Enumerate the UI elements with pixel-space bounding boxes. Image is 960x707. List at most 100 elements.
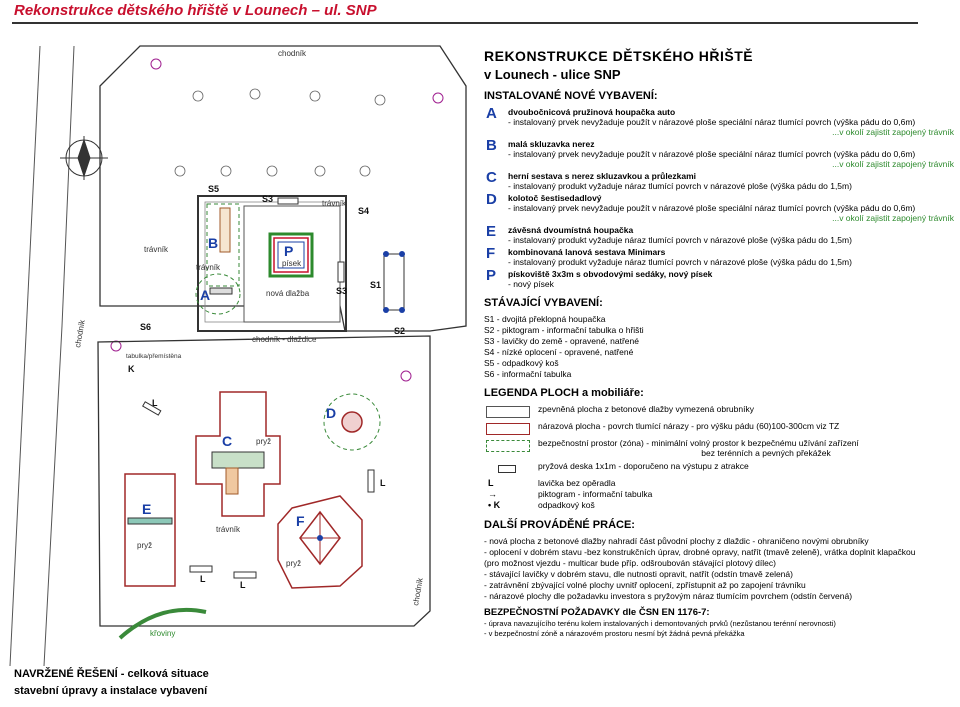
lamps bbox=[110, 58, 444, 382]
rubber-mat-swatch bbox=[498, 465, 516, 474]
sidewalk-left-edge-2 bbox=[43, 45, 75, 666]
marker-S4: S4 bbox=[358, 206, 369, 216]
label-travnik-top: trávník bbox=[322, 199, 347, 208]
label-chodnik-top: chodník bbox=[278, 49, 307, 58]
marker-F: F bbox=[296, 513, 305, 529]
area-safety-zone-row: bezpečnostní prostor (zóna) - minimální … bbox=[484, 438, 954, 458]
zone-B bbox=[206, 203, 240, 287]
label-pisek: písek bbox=[282, 259, 302, 268]
inner-fence bbox=[197, 195, 347, 332]
bench-L3 bbox=[189, 565, 213, 573]
sign-arrow-icon: → bbox=[488, 489, 497, 500]
swing-E bbox=[127, 517, 173, 525]
equipment-item-E: E závěsná dvoumístná houpačka - instalov… bbox=[486, 222, 852, 245]
symbol-sign-row: → piktogram - informační tabulka bbox=[488, 489, 653, 500]
marker-A: A bbox=[200, 287, 210, 303]
equipment-item-B: B malá skluzavka nerez - instalovaný prv… bbox=[486, 136, 954, 169]
marker-B: B bbox=[208, 235, 218, 251]
area-rubber-mat-row: pryžová deska 1x1m - doporučeno na výstu… bbox=[484, 461, 954, 475]
bin-icon: • K bbox=[488, 500, 501, 511]
area-impact-row: nárazová plocha - povrch tlumící nárazy … bbox=[484, 421, 954, 436]
works-item: (pro možnost vjezdu - multicar bude příp… bbox=[484, 558, 776, 569]
paving-swatch bbox=[486, 406, 530, 419]
equipment-item-D: D kolotoč šestisedadlový - instalovaný p… bbox=[486, 190, 954, 223]
marker-S3b: S3 bbox=[336, 286, 347, 296]
marker-L2: L bbox=[380, 478, 386, 488]
area-paving-row: zpevněná plocha z betonové dlažby vymeze… bbox=[484, 404, 954, 419]
legend-subtitle: v Lounech - ulice SNP bbox=[484, 66, 621, 82]
bench-L4 bbox=[233, 571, 257, 579]
north-arrow bbox=[60, 136, 108, 180]
equipment-item-A: A dvoubočnicová pružinová houpačka auto … bbox=[486, 104, 954, 137]
zone-D bbox=[323, 393, 381, 451]
areas-legend-list: zpevněná plocha z betonové dlažby vymeze… bbox=[484, 404, 954, 511]
marker-P: P bbox=[284, 243, 293, 259]
safety-item: - v bezpečnostní zóně a nárazovém prosto… bbox=[484, 629, 745, 639]
new-equipment-heading: INSTALOVANÉ NOVÉ VYBAVENÍ: bbox=[484, 89, 658, 102]
label-travnik-inner: trávník bbox=[196, 263, 221, 272]
footer-line-2: stavební úpravy a instalace vybavení bbox=[14, 684, 208, 697]
impact-swatch bbox=[486, 423, 530, 436]
trees bbox=[174, 88, 386, 177]
equipment-item-F: F kombinovaná lanová sestava Minimars - … bbox=[486, 245, 852, 268]
existing-equipment-heading: STÁVAJÍCÍ VYBAVENÍ: bbox=[484, 297, 603, 310]
label-travnik-left: trávník bbox=[144, 245, 169, 254]
marker-S6: S6 bbox=[140, 322, 151, 332]
bench-S3b bbox=[337, 261, 345, 283]
safety-heading: BEZPEČNOSTNÍ POŽADAVKY dle ČSN EN 1176-7… bbox=[484, 607, 710, 619]
label-pryz-e: pryž bbox=[137, 541, 152, 550]
symbol-bin-row: • K odpadkový koš bbox=[488, 500, 595, 511]
label-tabulka: tabulka/přemístěna bbox=[126, 353, 182, 360]
existing-equipment-list: S1 - dvojitá překlopná houpačka S2 - pik… bbox=[484, 314, 954, 379]
label-chodnik-right: chodník bbox=[411, 576, 425, 606]
zone-A bbox=[195, 273, 241, 315]
footer-line-1: NAVRŽENÉ ŘEŠENÍ - celková situace bbox=[14, 668, 209, 680]
marker-S1: S1 bbox=[370, 280, 381, 290]
marker-D: D bbox=[326, 405, 336, 421]
marker-L4: L bbox=[240, 580, 246, 590]
safety-list: - úprava navazujícího terénu kolem insta… bbox=[484, 620, 954, 639]
works-heading: DALŠÍ PROVÁDĚNÉ PRÁCE: bbox=[484, 519, 635, 532]
swing-S1 bbox=[383, 253, 405, 311]
marker-S3a: S3 bbox=[262, 194, 273, 204]
label-pryz-c: pryž bbox=[256, 437, 271, 446]
works-item: - stávající lavičky v dobrém stavu, dle … bbox=[484, 569, 793, 580]
works-item: - nová plocha z betonové dlažby nahradí … bbox=[484, 536, 869, 547]
lower-area-outline bbox=[97, 335, 431, 627]
label-chodnik-left: chodník bbox=[73, 318, 87, 348]
bench-icon: L bbox=[488, 478, 494, 489]
sandpit-P bbox=[268, 232, 314, 278]
marker-S2: S2 bbox=[394, 326, 405, 336]
equipment-item-P: P pískoviště 3x3m s obvodovými sedáky, n… bbox=[486, 267, 713, 290]
bench-L1 bbox=[142, 401, 162, 416]
legend-title: REKONSTRUKCE DĚTSKÉHO HŘIŠTĚ bbox=[484, 48, 754, 64]
seesaw-A bbox=[209, 287, 233, 295]
sidewalk-left-edge bbox=[9, 45, 41, 666]
new-equipment-list: A dvoubočnicová pružinová houpačka auto … bbox=[484, 104, 954, 290]
existing-item: S3 - lavičky do země - opravené, natřené bbox=[484, 336, 639, 347]
equipment-item-C: C herní sestava s nerez skluzavkou a prů… bbox=[486, 168, 852, 191]
areas-legend-heading: LEGENDA PLOCH a mobiliáře: bbox=[484, 387, 644, 400]
existing-item: S6 - informační tabulka bbox=[484, 369, 572, 380]
footer-caption: NAVRŽENÉ ŘEŠENÍ - celková situace staveb… bbox=[14, 666, 209, 699]
playset-C bbox=[211, 451, 265, 469]
marker-L1: L bbox=[152, 398, 158, 408]
label-kroviny: křoviny bbox=[150, 629, 175, 638]
works-list: - nová plocha z betonové dlažby nahradí … bbox=[484, 536, 954, 601]
bench-S3a bbox=[277, 197, 299, 205]
label-nova-dlazba: nová dlažba bbox=[266, 289, 310, 298]
label-chodnik-dlazdice: chodník - dlaždice bbox=[252, 335, 317, 344]
page-header-title: Rekonstrukce dětského hřiště v Lounech –… bbox=[14, 2, 377, 19]
bench-L2 bbox=[367, 469, 375, 493]
safety-zone-swatch bbox=[486, 440, 530, 453]
marker-L3: L bbox=[200, 574, 206, 584]
carousel-D bbox=[341, 411, 363, 433]
label-pryz-f: pryž bbox=[286, 559, 301, 568]
slide-B bbox=[219, 207, 231, 253]
zone-E bbox=[124, 473, 176, 587]
upper-area-outline bbox=[99, 45, 467, 332]
header-divider bbox=[12, 22, 918, 24]
label-travnik-lower: trávník bbox=[216, 525, 241, 534]
existing-item: S5 - odpadkový koš bbox=[484, 358, 559, 369]
works-item: - oplocení v dobrém stavu -bez konstrukč… bbox=[484, 547, 916, 558]
